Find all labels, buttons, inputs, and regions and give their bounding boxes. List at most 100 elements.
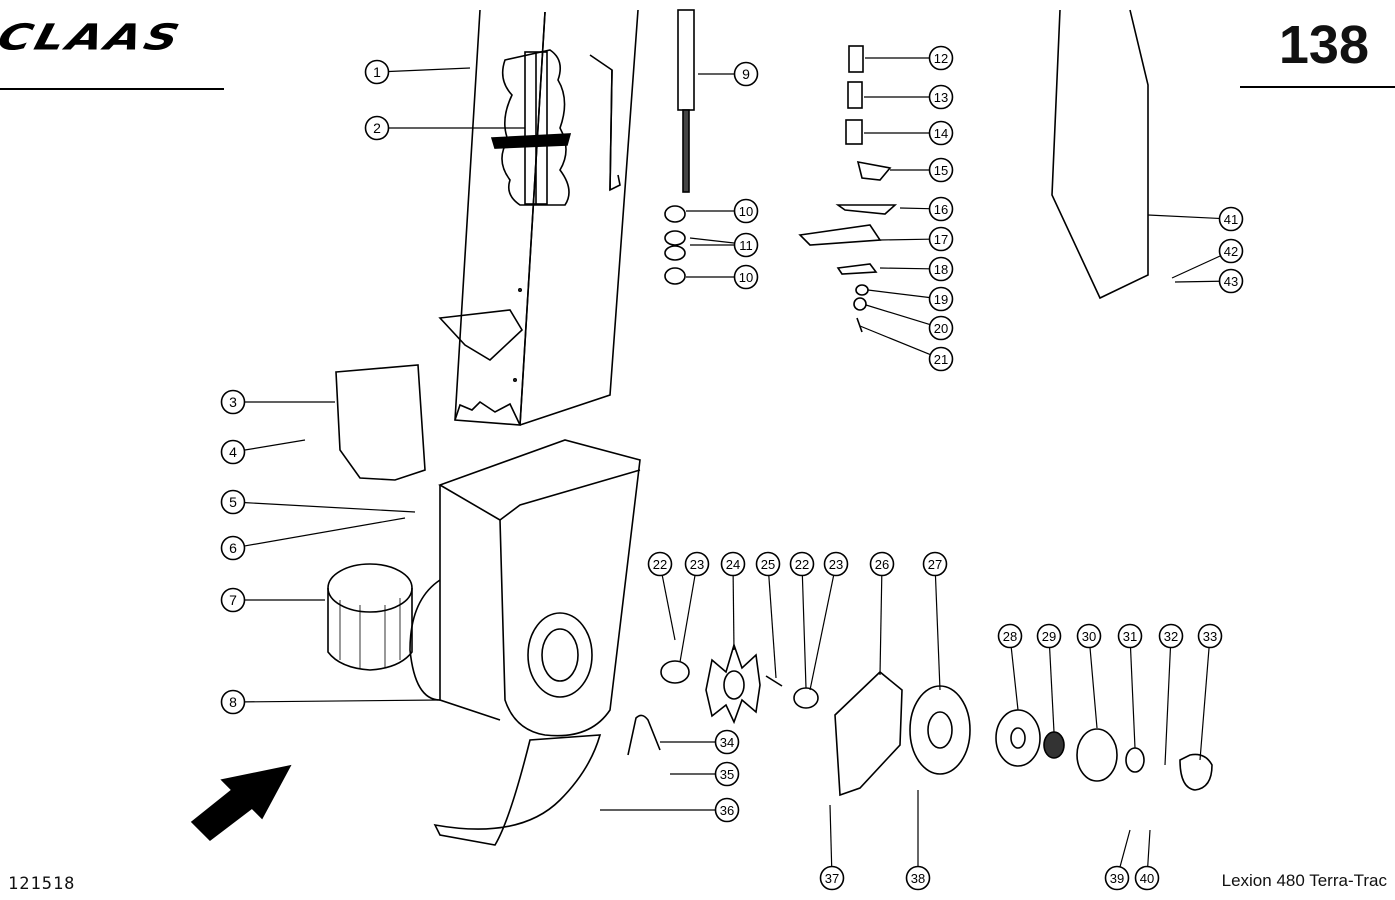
- callout-circle: [819, 865, 845, 891]
- callout-number: 2: [373, 120, 381, 136]
- callout-circle: [1197, 623, 1223, 649]
- leader-line: [1147, 829, 1151, 867]
- leader-line: [689, 237, 735, 244]
- leader-line: [1174, 280, 1220, 283]
- leader-line: [244, 699, 441, 703]
- part-callout-22: 22: [789, 551, 815, 577]
- callout-number: 18: [934, 262, 948, 277]
- header-rule-right: [1240, 86, 1395, 88]
- callout-circle: [364, 115, 390, 141]
- callout-circle: [714, 797, 740, 823]
- callout-circle: [928, 256, 954, 282]
- callout-number: 30: [1082, 629, 1096, 644]
- leader-line: [859, 325, 931, 356]
- callout-circle: [720, 551, 746, 577]
- guide-plate-edge: [609, 69, 613, 191]
- callout-circle: [1218, 268, 1244, 294]
- fan-housing: [409, 439, 641, 737]
- callout-circle: [733, 61, 759, 87]
- part-callout-22: 22: [647, 551, 673, 577]
- callout-number: 41: [1224, 212, 1238, 227]
- part-callout-27: 27: [922, 551, 948, 577]
- u-bolt: [627, 714, 661, 756]
- part-callout-20: 20: [928, 315, 954, 341]
- callout-circle: [714, 761, 740, 787]
- leader-line: [661, 575, 676, 641]
- part-callout-29: 29: [1036, 623, 1062, 649]
- leader-line: [1129, 647, 1136, 749]
- bottom-trough: [433, 734, 602, 846]
- callout-number: 43: [1224, 274, 1238, 289]
- flange-bore: [1010, 727, 1026, 749]
- callout-number: 42: [1224, 244, 1238, 259]
- part-callout-10: 10: [733, 198, 759, 224]
- part-callout-24: 24: [720, 551, 746, 577]
- part-callout-37: 37: [819, 865, 845, 891]
- callout-number: 34: [720, 735, 734, 750]
- part-callout-10: 10: [733, 264, 759, 290]
- callout-number: 23: [690, 557, 704, 572]
- callout-number: 25: [761, 557, 775, 572]
- callout-circle: [823, 551, 849, 577]
- leader-lines: [244, 57, 1221, 867]
- callout-number: 6: [229, 540, 237, 556]
- leader-line: [879, 238, 930, 241]
- leader-line: [1089, 647, 1098, 729]
- part-callout-26: 26: [869, 551, 895, 577]
- washer: [664, 245, 686, 261]
- part-callout-21: 21: [928, 346, 954, 372]
- leader-line: [1119, 829, 1131, 867]
- part-callout-28: 28: [997, 623, 1023, 649]
- cap-33: [1179, 753, 1213, 791]
- guide-plate: [589, 54, 621, 192]
- chain-links: [798, 45, 898, 333]
- part-callout-19: 19: [928, 286, 954, 312]
- leader-line: [388, 67, 471, 73]
- callout-circle: [220, 535, 246, 561]
- part-callout-23: 23: [823, 551, 849, 577]
- callout-circle: [928, 315, 954, 341]
- bearing-plate: [834, 670, 903, 797]
- page-number: 138: [1278, 15, 1369, 75]
- callout-number: 19: [934, 292, 948, 307]
- callout-number: 38: [911, 871, 925, 886]
- part-callout-31: 31: [1117, 623, 1143, 649]
- direction-arrow: [190, 764, 292, 842]
- pin: [765, 675, 783, 687]
- part-callout-36: 36: [714, 797, 740, 823]
- part-callout-3: 3: [220, 389, 246, 415]
- leader-line: [801, 575, 807, 689]
- callout-circle: [928, 346, 954, 372]
- callout-number: 33: [1203, 629, 1217, 644]
- leader-line: [1049, 647, 1055, 733]
- callout-number: 9: [742, 66, 750, 82]
- callout-number: 22: [653, 557, 667, 572]
- nut: [664, 205, 686, 223]
- callout-circle: [220, 489, 246, 515]
- leader-line: [809, 575, 835, 691]
- callout-circle: [364, 59, 390, 85]
- callout-number: 37: [825, 871, 839, 886]
- callout-number: 13: [934, 90, 948, 105]
- leader-line: [244, 439, 306, 451]
- callout-circle: [928, 196, 954, 222]
- callout-number: 28: [1003, 629, 1017, 644]
- part-callout-17: 17: [928, 226, 954, 252]
- callout-circle: [733, 232, 759, 258]
- part-callout-1: 1: [364, 59, 390, 85]
- leader-line: [1171, 255, 1221, 279]
- callout-circle: [928, 226, 954, 252]
- leader-line: [244, 517, 406, 547]
- callout-circle: [928, 120, 954, 146]
- callout-circle: [1158, 623, 1184, 649]
- callout-circle: [905, 865, 931, 891]
- leader-line: [1199, 647, 1210, 761]
- callout-circle: [220, 689, 246, 715]
- part-callout-40: 40: [1134, 865, 1160, 891]
- callout-circle: [1076, 623, 1102, 649]
- callout-circle: [928, 157, 954, 183]
- callout-circle: [1218, 206, 1244, 232]
- callout-number: 21: [934, 352, 948, 367]
- callout-number: 4: [229, 444, 237, 460]
